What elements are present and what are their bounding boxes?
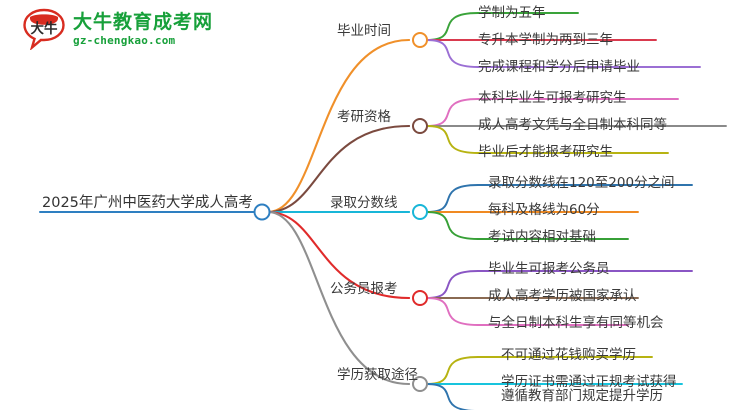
leaf-label-2-3[interactable]: 毕业后才能报考研究生: [478, 144, 613, 160]
connector-line: [426, 383, 477, 410]
leaf-label-1-3[interactable]: 完成课程和学分后申请毕业: [478, 59, 640, 75]
root-node[interactable]: [253, 203, 271, 221]
leaf-label-3-1[interactable]: 录取分数线在120至200分之间: [488, 175, 675, 191]
connector-line: [426, 356, 479, 385]
branch-node-4[interactable]: [412, 290, 428, 306]
branch-node-2[interactable]: [412, 118, 428, 134]
branch-node-1[interactable]: [412, 32, 428, 48]
connector-line: [426, 125, 479, 154]
root-node-label[interactable]: 2025年广州中医药大学成人高考: [42, 195, 253, 211]
connector-line: [426, 211, 479, 240]
connector-line: [426, 12, 479, 41]
leaf-label-2-2[interactable]: 成人高考文凭与全日制本科同等: [478, 117, 667, 133]
connector-line: [426, 297, 479, 326]
logo-mark-icon: 大牛: [22, 8, 66, 50]
leaf-label-1-1[interactable]: 学制为五年: [478, 5, 546, 21]
site-logo: 大牛 大牛教育成考网 gz-chengkao.com: [22, 8, 213, 50]
connector-line: [266, 38, 411, 214]
connector-line: [426, 98, 479, 127]
leaf-label-1-2[interactable]: 专升本学制为两到三年: [478, 32, 613, 48]
leaf-label-5-1[interactable]: 不可通过花钱购买学历: [501, 347, 636, 363]
connector-line: [266, 210, 411, 386]
branch-label-3[interactable]: 录取分数线: [330, 195, 398, 211]
connector-line: [426, 39, 479, 68]
branch-label-2[interactable]: 考研资格: [337, 109, 391, 125]
branch-node-3[interactable]: [412, 204, 428, 220]
svg-text:大牛: 大牛: [31, 20, 58, 37]
connector-line: [426, 184, 479, 213]
logo-subtitle: gz-chengkao.com: [73, 33, 176, 47]
logo-title: 大牛教育成考网: [73, 10, 214, 33]
connector-line: [426, 270, 479, 299]
leaf-label-4-1[interactable]: 毕业生可报考公务员: [488, 261, 610, 277]
leaf-label-5-2[interactable]: 学历证书需通过正规考试获得: [501, 374, 677, 390]
leaf-label-5-3[interactable]: 遵循教育部门规定提升学历: [501, 388, 663, 404]
leaf-label-3-3[interactable]: 考试内容相对基础: [488, 229, 596, 245]
leaf-label-4-3[interactable]: 与全日制本科生享有同等机会: [488, 315, 664, 331]
leaf-label-4-2[interactable]: 成人高考学历被国家承认: [488, 288, 637, 304]
leaf-label-2-1[interactable]: 本科毕业生可报考研究生: [478, 90, 627, 106]
branch-label-4[interactable]: 公务员报考: [330, 281, 398, 297]
branch-label-1[interactable]: 毕业时间: [337, 23, 391, 39]
branch-label-5[interactable]: 学历获取途径: [337, 367, 418, 383]
leaf-label-3-2[interactable]: 每科及格线为60分: [488, 202, 600, 218]
